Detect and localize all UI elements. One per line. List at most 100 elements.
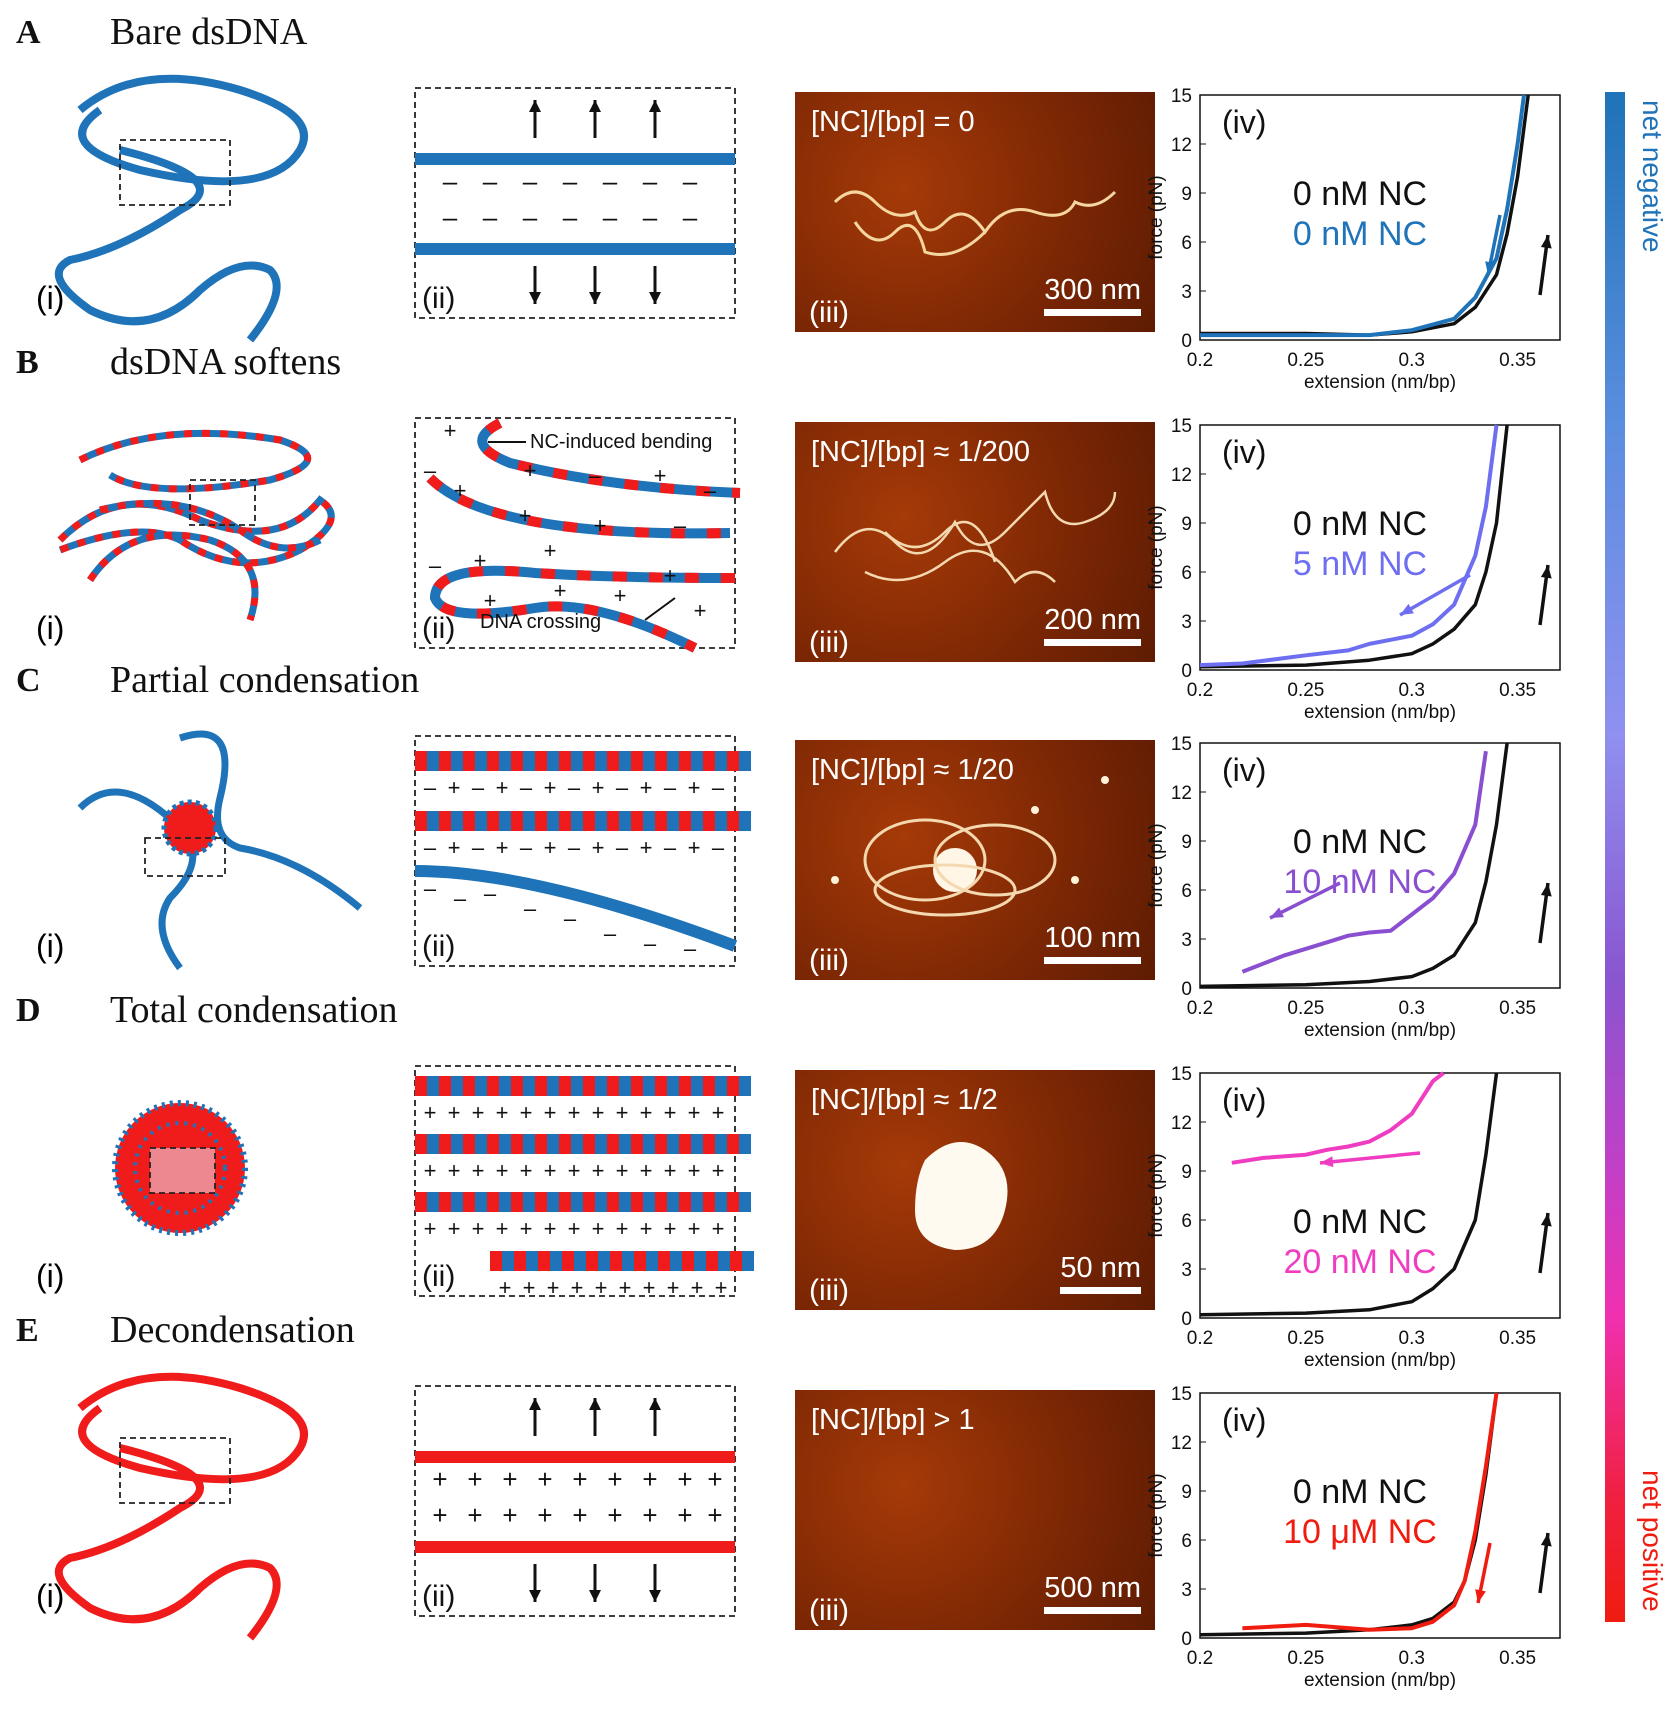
x-axis-label: extension (nm/bp) — [1304, 1670, 1456, 1691]
y-tick-label: 3 — [1181, 282, 1192, 303]
scale-bar-label: 100 nm — [1044, 922, 1141, 954]
charge-sign: – — [712, 775, 725, 800]
charge-sign: + — [616, 1216, 629, 1241]
charge-sign: + — [688, 835, 701, 860]
plot-frame — [1199, 1072, 1561, 1319]
y-tick-label: 3 — [1181, 930, 1192, 951]
charge-sign: – — [683, 202, 698, 232]
panel-row-e: E Decondensation (i) (ii)+++++++++++++++… — [0, 1298, 1670, 1691]
charge-sign: – — [603, 202, 618, 232]
panel-title: Decondensation — [110, 1309, 355, 1351]
scale-bar-line — [1044, 639, 1141, 646]
y-tick-label: 15 — [1171, 1384, 1192, 1405]
charge-sign: + — [707, 1464, 722, 1494]
y-axis-label: force (pN) — [1146, 823, 1167, 907]
charge-sign: + — [607, 1500, 622, 1530]
charge-sign: + — [424, 1100, 437, 1125]
x-tick-label: 0.3 — [1399, 680, 1425, 701]
charge-sign: + — [691, 1275, 704, 1300]
charge-detail-schematic: (ii)++++++++++++++++++ — [414, 1385, 736, 1617]
label-i: (i) — [36, 928, 65, 964]
x-tick-label: 0.35 — [1499, 998, 1536, 1019]
label-ii: (ii) — [422, 612, 455, 645]
charge-sign: + — [664, 563, 677, 588]
charge-sign: + — [677, 1464, 692, 1494]
scale-bar: 50 nm — [1060, 1252, 1141, 1294]
charge-sign: – — [664, 775, 677, 800]
charge-sign: + — [640, 1216, 653, 1241]
series-line-nc — [1231, 1071, 1445, 1165]
legend-control: 0 nM NC — [1293, 1473, 1427, 1511]
y-tick-label: 0 — [1181, 331, 1192, 352]
charge-sign: + — [448, 835, 461, 860]
label-iv: (iv) — [1222, 434, 1266, 470]
y-tick-label: 12 — [1171, 1433, 1192, 1454]
charge-sign: + — [715, 1275, 728, 1300]
x-tick-label: 0.25 — [1287, 1648, 1324, 1669]
charge-sign: – — [683, 166, 698, 196]
y-tick-label: 6 — [1181, 233, 1192, 254]
x-tick-label: 0.2 — [1187, 1648, 1213, 1669]
panel-letter: A — [16, 14, 41, 51]
legend-control: 0 nM NC — [1293, 1203, 1427, 1241]
x-tick-label: 0.35 — [1499, 680, 1536, 701]
charge-sign: + — [568, 1216, 581, 1241]
legend-nc: 10 μM NC — [1283, 1513, 1437, 1551]
panel-title: Partial condensation — [110, 659, 420, 701]
afm-ratio-label: [NC]/[bp] ≈ 1/20 — [811, 754, 1014, 786]
afm-texture — [833, 190, 1117, 256]
charge-sign: + — [496, 775, 509, 800]
charge-sign: + — [667, 1275, 680, 1300]
charge-sign: + — [592, 835, 605, 860]
series-line-nc — [1200, 94, 1526, 338]
charge-sign: – — [454, 886, 467, 911]
scale-bar: 300 nm — [1044, 274, 1141, 316]
label-i: (i) — [36, 610, 65, 646]
scale-bar-line — [1044, 309, 1141, 316]
charge-sign: – — [443, 166, 458, 196]
scale-bar-label: 500 nm — [1044, 1572, 1141, 1604]
charge-sign: + — [474, 548, 487, 573]
y-tick-label: 0 — [1181, 661, 1192, 682]
label-iii: (iii) — [809, 944, 849, 977]
series-line-nc — [1242, 1392, 1499, 1632]
charge-sign: + — [572, 1464, 587, 1494]
panel-title: dsDNA softens — [110, 341, 342, 383]
charge-sign: + — [664, 1100, 677, 1125]
charge-sign: – — [443, 202, 458, 232]
label-iii: (iii) — [809, 296, 849, 329]
label-iii: (iii) — [809, 1594, 849, 1627]
label-iv: (iv) — [1222, 1402, 1266, 1438]
y-tick-label: 3 — [1181, 1580, 1192, 1601]
charge-sign: + — [484, 588, 497, 613]
x-tick-label: 0.3 — [1399, 350, 1425, 371]
x-tick-label: 0.2 — [1187, 1328, 1213, 1349]
label-iv: (iv) — [1222, 1082, 1266, 1118]
scale-bar-line — [1060, 1287, 1141, 1294]
label-iv: (iv) — [1222, 752, 1266, 788]
y-tick-label: 15 — [1171, 1064, 1192, 1085]
charge-sign: + — [502, 1500, 517, 1530]
charge-sign: – — [520, 835, 533, 860]
charge-sign: + — [640, 775, 653, 800]
afm-texture — [915, 1142, 1008, 1250]
charge-sign: – — [616, 775, 629, 800]
charge-sign: + — [688, 1216, 701, 1241]
charge-sign: – — [563, 166, 578, 196]
dna-schematic — [54, 1372, 308, 1641]
legend-nc: 5 nM NC — [1293, 545, 1427, 583]
label-ii: (ii) — [422, 282, 455, 315]
charge-sign: – — [524, 896, 537, 921]
y-axis-label: force (pN) — [1146, 175, 1167, 259]
charge-detail-schematic: (ii)+–++–+–++––+++++++NC-induced bending… — [414, 417, 741, 653]
panel-letter: D — [16, 992, 41, 1029]
charge-detail-schematic: (ii)–+–+–+–+–+–+––+–+–+–+–+–+––––––––– — [414, 735, 751, 967]
x-axis-label: extension (nm/bp) — [1304, 1350, 1456, 1371]
charge-sign: + — [664, 1216, 677, 1241]
charge-sign: + — [592, 1216, 605, 1241]
charge-sign: + — [472, 1158, 485, 1183]
charge-sign: + — [454, 478, 467, 503]
charge-sign: + — [472, 1100, 485, 1125]
